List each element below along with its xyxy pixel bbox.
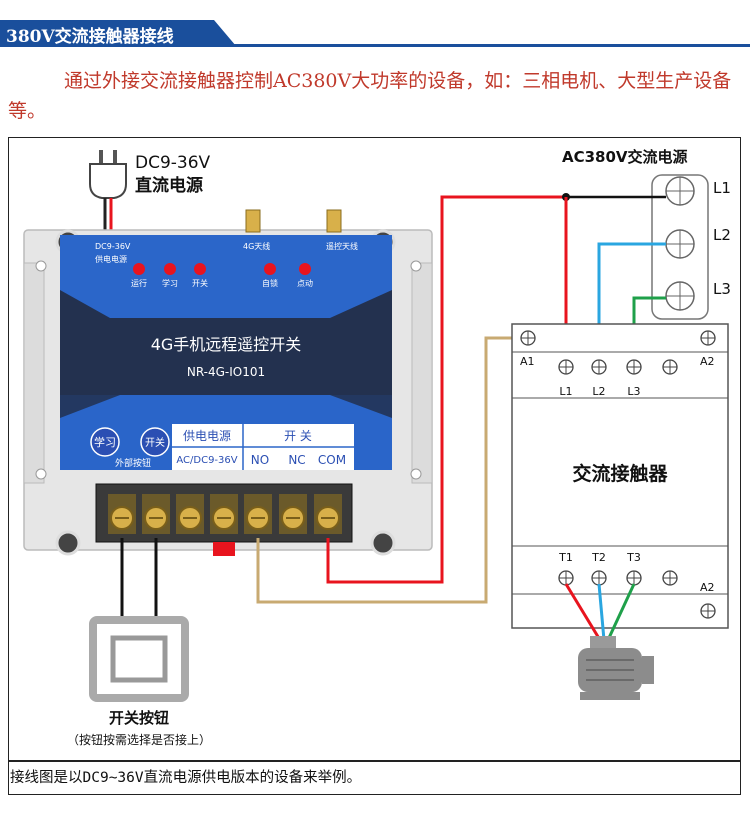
led-indicator [194, 263, 206, 275]
wire-t2-motor [597, 583, 606, 641]
module-antenna-remote-label: 遥控天线 [326, 241, 358, 251]
dc-power-line1: DC9-36V [135, 153, 211, 173]
contactor-a2: A2 [700, 355, 715, 368]
contactor-input-l2: L2 [592, 385, 605, 398]
motor-icon [578, 636, 654, 700]
table-supply-header: 供电电源 [183, 429, 231, 443]
ac-phase-l1: L1 [713, 179, 731, 197]
ac-power-title: AC380V交流电源 [562, 148, 688, 166]
header-bar [0, 20, 236, 46]
contactor-output-t1: T1 [558, 551, 573, 564]
led-label: 运行 [131, 278, 147, 288]
footer-divider [8, 760, 741, 762]
table-voltage: AC/DC9-36V [176, 455, 237, 466]
module-supply-label: DC9-36V [95, 242, 131, 251]
module-spec-table [172, 424, 354, 470]
led-label: 学习 [162, 278, 178, 288]
footer-note: 接线图是以DC9~36V直流电源供电版本的设备来举例。 [10, 770, 362, 786]
dc-power-line2: 直流电源 [135, 175, 203, 196]
ac-phase-l2: L2 [713, 226, 731, 244]
wire-com-to-l1 [326, 195, 566, 584]
contactor-input-l3: L3 [627, 385, 640, 398]
wire-t1-motor [564, 583, 602, 641]
push-button-icon [89, 616, 189, 702]
wire-no-to-a1 [256, 336, 514, 604]
intro-text: 通过外接交流接触器控制AC380V大功率的设备，如：三相电机、大型生产设备等。 [8, 70, 732, 122]
table-com: COM [318, 453, 346, 467]
module-supply-label2: 供电电源 [95, 254, 127, 264]
ac-phase-l3: L3 [713, 280, 731, 298]
led-indicator [133, 263, 145, 275]
table-nc: NC [288, 453, 305, 467]
learn-button-label: 学习 [94, 435, 116, 449]
push-button-note: （按钮按需选择是否接上） [67, 732, 211, 747]
led-label: 自锁 [262, 278, 278, 288]
led-indicator [299, 263, 311, 275]
switch-button-label: 开关 [145, 436, 165, 449]
contactor-a2-bottom: A2 [700, 581, 715, 594]
led-label: 点动 [297, 278, 313, 288]
led-indicator [264, 263, 276, 275]
page-title: 380V交流接触器接线 [6, 27, 174, 47]
contactor-title: 交流接触器 [572, 462, 668, 485]
table-switch-header: 开 关 [284, 429, 312, 443]
contactor-output-t2: T2 [591, 551, 606, 564]
push-button-label: 开关按钮 [109, 709, 169, 727]
wire-t3-motor [606, 583, 636, 641]
led-label: 开关 [192, 278, 208, 288]
diagram-frame [8, 137, 741, 795]
module-model: NR-4G-IO101 [187, 365, 265, 379]
header-underline [0, 44, 750, 47]
contactor-a1: A1 [520, 355, 535, 368]
module-antenna-4g-label: 4G天线 [243, 241, 270, 251]
table-no: NO [251, 453, 269, 467]
learn-button[interactable] [90, 427, 120, 457]
module-title: 4G手机远程遥控开关 [151, 335, 302, 354]
contactor-body [511, 323, 729, 629]
external-button-label: 外部按钮 [115, 457, 151, 469]
led-indicator [164, 263, 176, 275]
contactor-output-t3: T3 [626, 551, 641, 564]
dc-plug-icon [89, 150, 127, 232]
contactor-input-l1: L1 [559, 385, 572, 398]
switch-button[interactable] [140, 427, 170, 457]
